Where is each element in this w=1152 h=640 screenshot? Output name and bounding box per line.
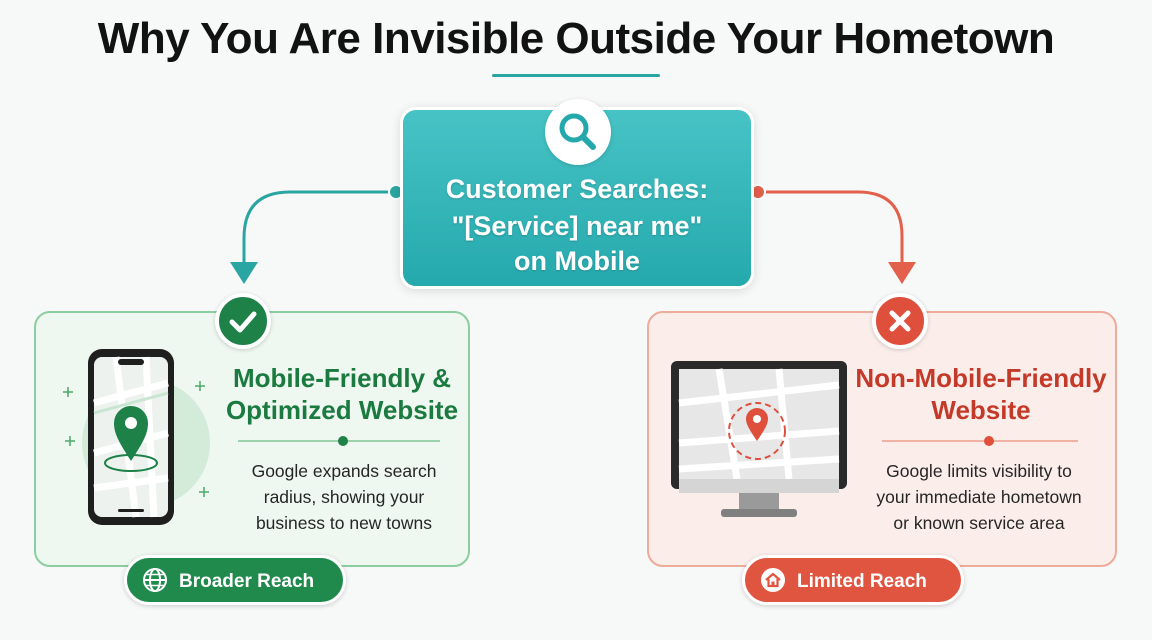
top-line-3: on Mobile (514, 246, 640, 276)
limited-reach-badge: Limited Reach (742, 555, 964, 605)
page-title: Why You Are Invisible Outside Your Homet… (97, 14, 1055, 63)
home-icon (761, 568, 785, 592)
failure-badge (872, 293, 928, 349)
non-mobile-friendly-panel (647, 311, 1117, 567)
left-desc-line-1: Google expands search (251, 461, 437, 481)
limited-reach-label: Limited Reach (797, 571, 927, 592)
mobile-friendly-panel (34, 311, 470, 567)
x-icon (889, 310, 911, 332)
top-line-2: "[Service] near me" (451, 211, 703, 241)
search-badge (545, 99, 611, 165)
title-underline (492, 74, 660, 77)
left-desc-line-2: radius, showing your (263, 487, 425, 507)
left-desc-line-3: business to new towns (255, 513, 433, 533)
desktop-map-illustration (671, 361, 847, 517)
right-connector-line (758, 190, 904, 262)
phone-map-illustration (63, 349, 210, 525)
right-divider-dot (984, 436, 994, 446)
right-desc-line-2: your immediate hometown (876, 487, 1082, 507)
customer-search-box: Customer Searches: "[Service] near me" o… (400, 107, 754, 289)
left-panel-title-2: Optimized Website (225, 395, 459, 425)
search-icon (559, 113, 596, 150)
right-desc-line-3: or known service area (893, 513, 1065, 533)
left-divider-dot (338, 436, 348, 446)
top-line-1: Customer Searches: (445, 174, 709, 204)
right-divider (882, 440, 1078, 442)
left-arrowhead (230, 262, 258, 284)
right-panel-description: Google limits visibility to your immedia… (858, 458, 1100, 536)
broader-reach-badge: Broader Reach (124, 555, 346, 605)
success-badge (215, 293, 271, 349)
right-panel-title-2: Website (931, 395, 1031, 425)
right-desc-line-1: Google limits visibility to (886, 461, 1072, 481)
broader-reach-label: Broader Reach (179, 571, 315, 592)
left-connector-line (242, 190, 396, 262)
check-icon (229, 311, 257, 333)
right-panel-title-1: Non-Mobile-Friendly (855, 363, 1107, 393)
globe-icon (143, 568, 167, 592)
right-arrowhead (888, 262, 916, 284)
left-panel-title-1: Mobile-Friendly & (232, 363, 452, 393)
left-panel-description: Google expands search radius, showing yo… (228, 458, 460, 536)
